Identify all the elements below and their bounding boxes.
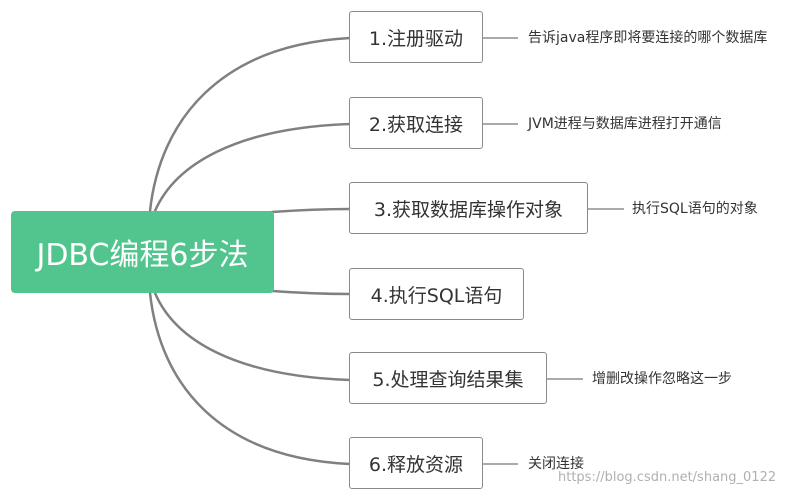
root-topic[interactable]: JDBC编程6步法	[11, 211, 274, 293]
step-note-1: 告诉java程序即将要连接的哪个数据库	[528, 30, 768, 46]
step-note-2: JVM进程与数据库进程打开通信	[528, 116, 722, 132]
step-note-6: 关闭连接	[528, 456, 584, 472]
step-node-2[interactable]: 2.获取连接	[349, 97, 483, 149]
branch-line-1	[148, 36, 352, 213]
branch-line-2	[153, 122, 352, 213]
step-note-5: 增删改操作忽略这一步	[592, 371, 732, 387]
step-node-4[interactable]: 4.执行SQL语句	[349, 268, 524, 320]
step-node-1[interactable]: 1.注册驱动	[349, 11, 483, 63]
watermark: https://blog.csdn.net/shang_0122	[558, 470, 777, 485]
branch-line-4	[270, 289, 352, 296]
branch-line-5	[153, 291, 352, 382]
step-node-3[interactable]: 3.获取数据库操作对象	[349, 182, 588, 234]
step-note-3: 执行SQL语句的对象	[632, 201, 758, 217]
step-node-6[interactable]: 6.释放资源	[349, 437, 483, 489]
step-node-5[interactable]: 5.处理查询结果集	[349, 352, 547, 404]
branch-line-6	[148, 291, 352, 466]
branch-line-3	[270, 207, 352, 214]
